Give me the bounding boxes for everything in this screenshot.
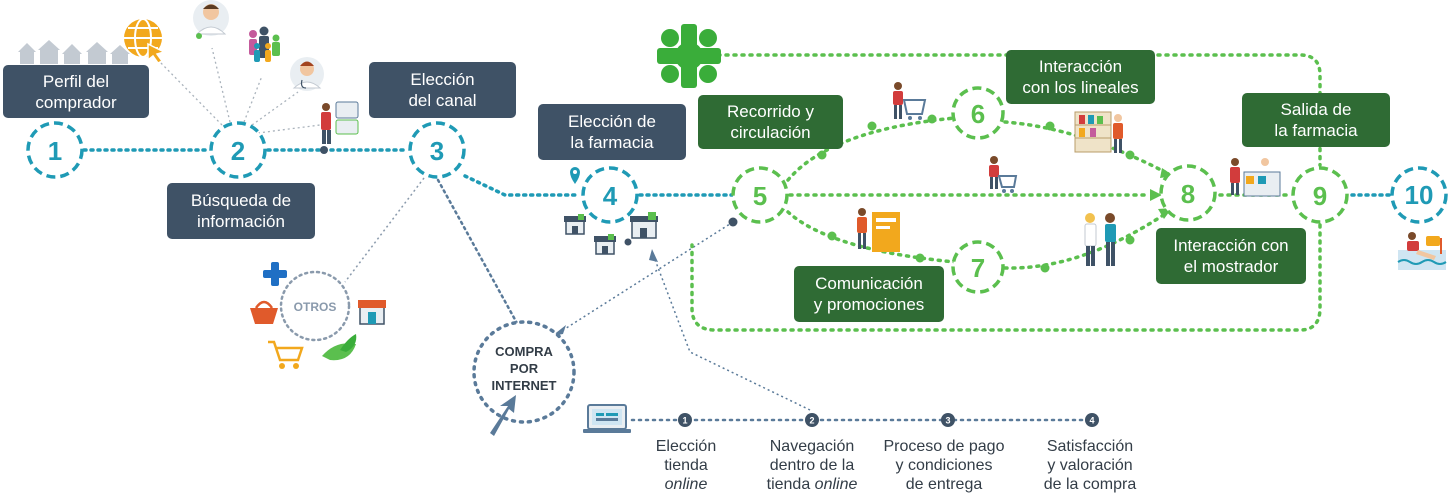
step-10-number: 10 (1405, 180, 1434, 210)
online-step-1-dot (678, 413, 692, 427)
online-step-4-line2: y valoración (1047, 457, 1132, 474)
step-3: 3 (408, 121, 466, 179)
pharmacist-icon (193, 0, 229, 39)
online-step-1-line3: online (665, 476, 708, 493)
step-1-number: 1 (48, 136, 62, 166)
link-online-4 (653, 256, 811, 411)
shelf-icon (1074, 111, 1123, 153)
step-9-number: 9 (1313, 181, 1327, 211)
online-step-1-line2: tienda (664, 457, 708, 474)
shopper-icon (321, 101, 359, 144)
junction-dots (817, 114, 1135, 273)
link-5-compra (559, 221, 734, 333)
compra-line2: POR (510, 361, 539, 376)
pharmacy-cross-icon (657, 24, 721, 88)
step-1-label: Perfil del comprador (3, 65, 149, 118)
online-step-4-line1: Satisfacción (1047, 438, 1133, 455)
online-step-1-number: 1 (682, 416, 687, 426)
shop-icon (358, 300, 386, 325)
step-6-label: Interacción con los lineales (1006, 50, 1155, 104)
doctor-icon (290, 57, 324, 91)
step-5-label: Recorrido y circulación (698, 95, 843, 149)
online-step-3-number: 3 (945, 416, 950, 426)
step-6-number: 6 (971, 99, 985, 129)
online-journey: 1 2 3 4 Elección tienda online Navegació… (630, 413, 1137, 493)
step-8-label: Interacción con el mostrador (1156, 228, 1306, 284)
connectors (82, 47, 1392, 411)
step-5-number: 5 (753, 181, 767, 211)
cursor-arrow-icon (490, 395, 516, 436)
promo-display-icon (857, 208, 900, 252)
step-4-label: Elección de la farmacia (538, 104, 686, 160)
step-9: 9 (1291, 166, 1349, 224)
info-spokes (157, 47, 321, 134)
pin-icon (570, 167, 580, 184)
counter-icon (1084, 213, 1116, 266)
step-4-number: 4 (603, 181, 618, 211)
online-purchase: COMPRA POR INTERNET (472, 320, 576, 424)
online-step-4-dot (1085, 413, 1099, 427)
online-step-2-number: 2 (809, 416, 814, 426)
step-3-number: 3 (430, 136, 444, 166)
step-5: 5 (731, 166, 789, 224)
step-7-number: 7 (971, 253, 985, 283)
step-10: 10 (1390, 166, 1448, 224)
step-7-label: Comunicación y promociones (794, 266, 944, 322)
step-2: 2 (209, 121, 267, 179)
step-8-number: 8 (1181, 179, 1195, 209)
compra-line1: COMPRA (495, 344, 553, 359)
counter-icon (1230, 158, 1281, 197)
online-step-3-line3: de entrega (906, 476, 983, 493)
step-1: 1 (26, 121, 84, 179)
step-6: 6 (951, 86, 1005, 140)
online-step-3-dot (941, 413, 955, 427)
cross-icon (263, 262, 287, 286)
online-step-3-line2: y condiciones (896, 457, 993, 474)
compra-line3: INTERNET (492, 378, 557, 393)
globe-cursor-icon (124, 18, 167, 64)
step-4: 4 (581, 166, 639, 224)
beach-icon (1397, 232, 1447, 270)
online-step-2-dot (805, 413, 819, 427)
step-7: 7 (951, 240, 1005, 294)
pharmacy-store-icon (564, 212, 658, 255)
link-3-compra (436, 178, 520, 327)
online-step-2-line3: tienda online (767, 476, 858, 493)
basket-icon (250, 300, 278, 324)
online-step-2-line2: dentro de la (770, 457, 855, 474)
link-3-otros (344, 177, 425, 283)
family-icon (249, 26, 280, 62)
houses-icon (18, 40, 130, 64)
step-8: 8 (1159, 164, 1217, 222)
otros-channel: OTROS (279, 270, 351, 342)
leaf-icon (322, 334, 357, 361)
step-3-label: Elección del canal (369, 62, 516, 118)
cart-icon (268, 340, 304, 369)
step-2-label: Búsqueda de información (167, 183, 315, 239)
online-step-4-number: 4 (1089, 416, 1094, 426)
link-3-4 (463, 174, 580, 197)
otros-label: OTROS (294, 300, 337, 314)
cart-shopper-icon (893, 82, 927, 120)
online-step-3-line1: Proceso de pago (884, 438, 1005, 455)
step-9-label: Salida de la farmacia (1242, 93, 1390, 147)
online-step-4-line3: de la compra (1044, 476, 1137, 493)
step-2-number: 2 (231, 136, 245, 166)
laptop-icon (583, 404, 631, 433)
online-step-2-line1: Navegación (770, 438, 855, 455)
online-step-1-line1: Elección (656, 438, 716, 455)
cart-shopper-icon (989, 156, 1018, 193)
